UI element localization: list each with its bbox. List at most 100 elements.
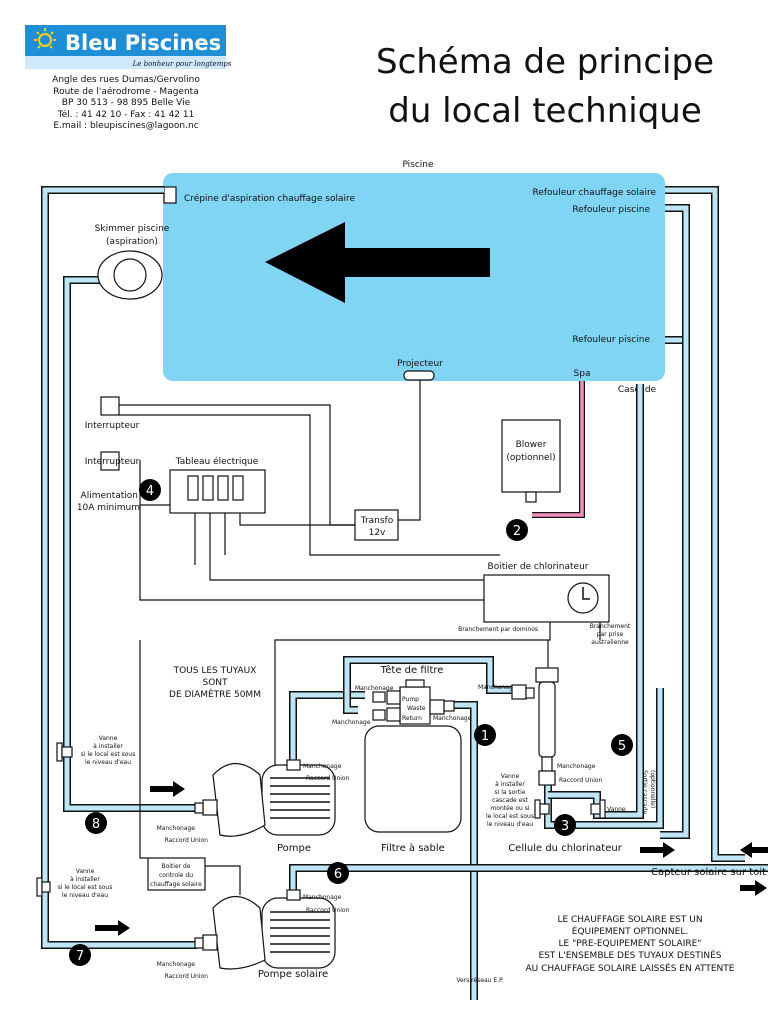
- pompe-label: Pompe: [277, 843, 311, 854]
- svg-text:LE CHAUFFAGE SOLAIRE EST UN: LE CHAUFFAGE SOLAIRE EST UN: [557, 915, 702, 925]
- raccord-label: Raccord Union: [306, 775, 350, 782]
- vers-reseau-label: Vers réseau E.P.: [456, 977, 503, 984]
- logo: Bleu Piscines Le bonheur pour longtemps: [25, 25, 232, 69]
- projecteur-label: Projecteur: [397, 359, 443, 369]
- marker-7: 7: [69, 944, 91, 966]
- svg-text:cascade est: cascade est: [492, 797, 528, 804]
- manchonage-label: Manchonage: [157, 961, 196, 968]
- svg-text:Bleu Piscines: Bleu Piscines: [65, 31, 221, 55]
- boitier-chloro-label: Boitier de chlorinateur: [488, 562, 589, 572]
- sortie-cascade-label: Sortie cascade: [641, 770, 648, 814]
- svg-text:à installer: à installer: [70, 876, 100, 883]
- pompe-solaire: [194, 889, 336, 970]
- svg-text:Vanne: Vanne: [99, 735, 118, 742]
- filtre-label: Filtre à sable: [381, 842, 445, 854]
- manchonage-label: Manchonage: [157, 825, 196, 832]
- transfo: [354, 509, 399, 541]
- svg-text:si le local est sous: si le local est sous: [58, 884, 113, 891]
- capteur-label: Capteur solaire sur toit: [651, 867, 766, 878]
- blower-label: (optionnel): [506, 453, 555, 463]
- marker-1: 1: [474, 724, 496, 746]
- sortie-cascade-label: (optionnelle): [649, 770, 656, 808]
- svg-text:ÉQUIPEMENT OPTIONNEL.: ÉQUIPEMENT OPTIONNEL.: [572, 925, 688, 937]
- manchonage-label: Manchonage: [332, 719, 371, 726]
- svg-text:le local est sous: le local est sous: [486, 813, 534, 820]
- svg-text:à installer: à installer: [495, 781, 525, 788]
- svg-text:Tél. : 41 42 10 - Fax : 41 42: Tél. : 41 42 10 - Fax : 41 42 11: [57, 109, 195, 120]
- page-title: Schéma de principe: [376, 42, 714, 82]
- vanne-valve: [534, 799, 550, 819]
- spa-pipe: [532, 381, 584, 517]
- svg-text:E.mail : bleupiscines@lagoon.n: E.mail : bleupiscines@lagoon.nc: [53, 121, 198, 131]
- svg-text:EST L'ENSEMBLE DES TUYAUX DEST: EST L'ENSEMBLE DES TUYAUX DESTINÉS: [538, 949, 721, 961]
- marker-4: 4: [139, 479, 161, 501]
- alimentation-label: 10A minimum: [77, 503, 140, 513]
- interrupteur-label: Interrupteur: [85, 421, 140, 431]
- svg-text:à installer: à installer: [93, 743, 123, 750]
- tableau-label: Tableau électrique: [175, 456, 259, 467]
- pipe-note: SONT: [202, 678, 228, 688]
- spa-label: Spa: [574, 369, 591, 379]
- svg-text:le niveau d'eau: le niveau d'eau: [85, 759, 131, 766]
- pool-label: Piscine: [402, 160, 434, 170]
- solar-note: LE CHAUFFAGE SOLAIRE EST UN ÉQUIPEMENT O…: [526, 915, 735, 974]
- multiport-valve: [372, 679, 455, 725]
- blower-label: Blower: [516, 440, 547, 450]
- clock-icon: [567, 582, 599, 614]
- waste-port-label: Waste: [407, 705, 426, 712]
- svg-text:Le bonheur pour longtemps: Le bonheur pour longtemps: [132, 60, 232, 68]
- marker-5: 5: [611, 734, 633, 756]
- interrupteur-switch: [100, 451, 120, 471]
- crepine-label: Crépine d'aspiration chauffage solaire: [184, 193, 355, 204]
- interrupteur-switch: [100, 396, 120, 416]
- refouleur-solaire-label: Refouleur chauffage solaire: [532, 188, 656, 198]
- pipes: [41, 186, 768, 1000]
- prise-label: par prise: [597, 631, 624, 638]
- pompe-solaire-label: Pompe solaire: [258, 969, 328, 980]
- manchonage-label: Manchonage: [303, 763, 342, 770]
- vanne-valve: [36, 877, 51, 897]
- boitier-solaire-label: chauffage solaire: [150, 881, 202, 888]
- svg-text:5: 5: [618, 739, 626, 754]
- svg-text:7: 7: [76, 949, 84, 964]
- refouleur-label: Refouleur piscine: [572, 205, 650, 215]
- boitier-solaire: [147, 857, 206, 891]
- svg-text:montée ou si: montée ou si: [490, 805, 529, 812]
- cellule-label: Cellule du chlorinateur: [508, 843, 623, 854]
- tableau-electrique: [169, 469, 266, 514]
- raccord-label: Raccord Union: [165, 837, 209, 844]
- svg-text:LE "PRE-EQUIPEMENT SOLAIRE": LE "PRE-EQUIPEMENT SOLAIRE": [559, 939, 702, 949]
- svg-text:si le local est sous: si le local est sous: [81, 751, 136, 758]
- svg-text:3: 3: [561, 819, 569, 834]
- svg-text:8: 8: [92, 817, 100, 832]
- interrupteur-label: Interrupteur: [85, 457, 140, 467]
- svg-text:le niveau d'eau: le niveau d'eau: [487, 821, 533, 828]
- transfo-label: Transfo: [360, 516, 394, 526]
- pipe-note: TOUS LES TUYAUX: [173, 666, 257, 676]
- boitier-solaire-label: Boitier de: [161, 863, 190, 870]
- alimentation-label: Alimentation: [81, 491, 138, 501]
- crepine: [163, 186, 177, 204]
- raccord-label: Raccord Union: [306, 907, 350, 914]
- pump-port-label: Pump: [402, 696, 419, 703]
- chlorinator-cell: [535, 667, 559, 683]
- page-title-line2: du local technique: [388, 91, 702, 131]
- refouleur-label: Refouleur piscine: [572, 335, 650, 345]
- svg-text:BP 30 513 - 98 895 Belle Vie: BP 30 513 - 98 895 Belle Vie: [62, 98, 191, 108]
- manchonage-label: Manchonage: [303, 894, 342, 901]
- prise-label: Branchement: [590, 623, 631, 630]
- wires: [119, 380, 601, 895]
- blower: [501, 419, 561, 493]
- raccord-label: Raccord Union: [559, 777, 603, 784]
- svg-text:Angle des rues Dumas/Gervolino: Angle des rues Dumas/Gervolino: [52, 75, 200, 85]
- dominos-label: Branchement par dominos: [458, 626, 538, 633]
- number-markers: 1 2 3 4 5 6 7 8: [69, 479, 633, 966]
- svg-text:1: 1: [481, 729, 489, 744]
- projecteur: [403, 370, 435, 381]
- transfo-label: 12v: [369, 528, 386, 538]
- raccord-label: Raccord Union: [165, 973, 209, 980]
- skimmer-label: Skimmer piscine: [95, 224, 170, 234]
